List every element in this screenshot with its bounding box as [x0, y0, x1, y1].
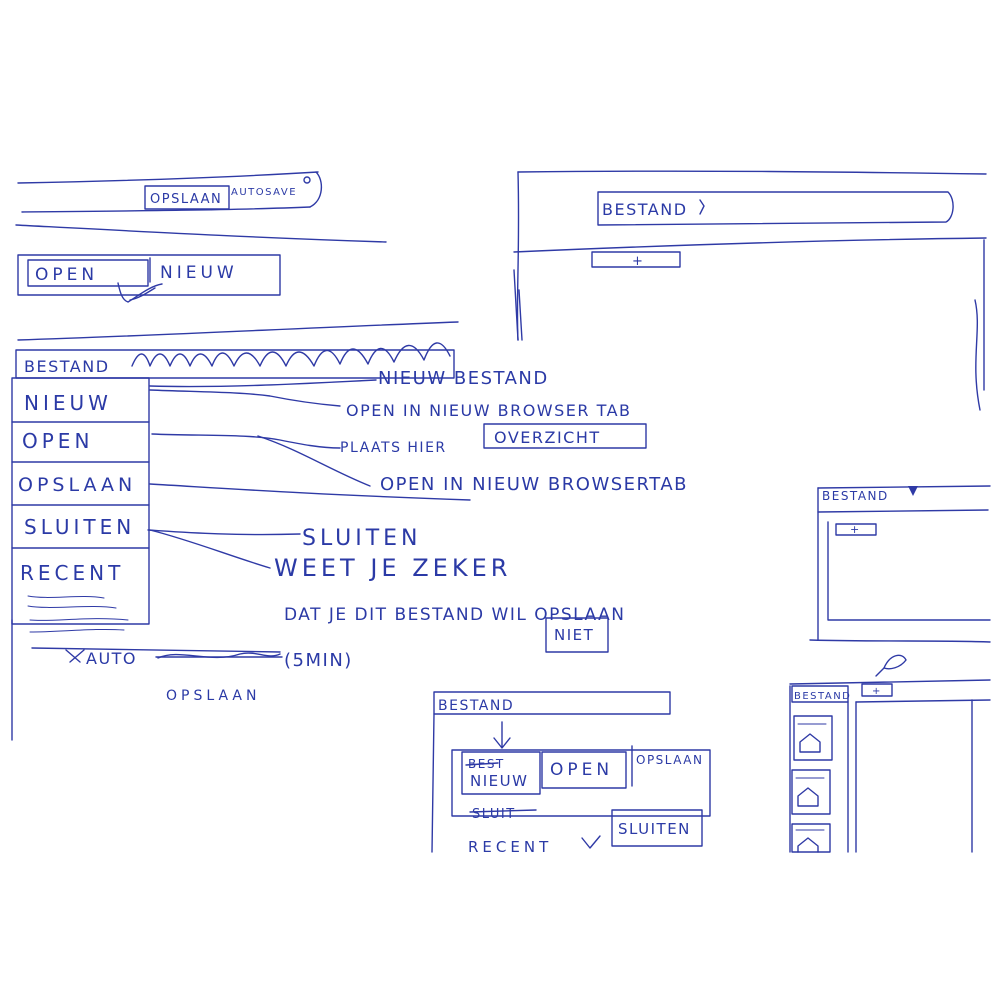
- house-icon: [797, 837, 819, 853]
- new-tab-button-frame: [861, 683, 893, 697]
- recent-label[interactable]: RECENT: [468, 838, 552, 856]
- button-panel: [451, 749, 711, 817]
- open-button-frame: [27, 259, 149, 287]
- auto-save-word: OPSLAAN: [166, 688, 261, 704]
- new-tab-button[interactable]: +: [632, 254, 644, 269]
- open-button[interactable]: OPEN: [35, 265, 98, 285]
- autosave-label: AUTOSAVE: [231, 187, 297, 198]
- auto-interval: (5MIN): [284, 650, 353, 671]
- auto-label: AUTO: [86, 649, 137, 668]
- menubar-frame: [791, 685, 849, 703]
- annotation-confirm-save: DAT JE DIT BESTAND WIL OPSLAAN: [284, 605, 625, 625]
- close-struck: SLUIT: [472, 807, 516, 822]
- annotation-open-new-tab-2: OPEN IN NIEUW BROWSERTAB: [380, 474, 688, 495]
- annotation-open-new-tab-1: OPEN IN NIEUW BROWSER TAB: [346, 401, 632, 420]
- annotation-close: SLUITEN: [302, 526, 422, 551]
- annotation-new-file: NIEUW BESTAND: [378, 368, 549, 389]
- no-button[interactable]: NIET: [554, 626, 594, 644]
- new-tab-button[interactable]: +: [850, 523, 861, 536]
- recent-item-placeholder: [27, 605, 117, 609]
- sketch-file-menu: BESTAND NIEUW OPEN OPSLAAN SLUITEN RECEN…: [11, 321, 459, 741]
- sketch-button-layout: BESTAND BEST NIEUW OPEN OPSLAAN SLUIT SL…: [431, 691, 711, 856]
- sketch-window-thumbnails: BESTAND +: [789, 654, 991, 853]
- open-new-bar: [17, 254, 281, 296]
- new-tab-button-frame: [591, 251, 681, 268]
- menu-dropdown: [11, 377, 150, 625]
- new-button[interactable]: NIEUW: [470, 772, 528, 790]
- close-button-frame: [611, 809, 703, 847]
- recent-item-placeholder: [27, 595, 105, 599]
- menu-item-open[interactable]: OPEN: [22, 429, 93, 453]
- sketch-toolbar: OPSLAAN AUTOSAVE OPEN NIEUW: [15, 171, 387, 303]
- save-button[interactable]: OPSLAAN: [636, 753, 704, 767]
- menu-item-save[interactable]: OPSLAAN: [18, 474, 136, 496]
- close-button[interactable]: SLUITEN: [618, 820, 691, 838]
- new-tab-button[interactable]: +: [872, 686, 882, 697]
- menu-header-bestand[interactable]: BESTAND: [602, 200, 688, 219]
- house-icon: [799, 733, 821, 753]
- open-button-frame: [541, 751, 627, 789]
- menu-header-bestand[interactable]: BESTAND: [822, 489, 889, 503]
- sketch-window-right: BESTAND +: [809, 485, 991, 643]
- autosave-indicator-icon: [303, 176, 311, 184]
- new-tab-button-frame: [835, 523, 877, 536]
- house-icon: [797, 787, 819, 807]
- thumbnail[interactable]: [791, 769, 831, 815]
- sketch-annotations: NIEUW BESTAND OPEN IN NIEUW BROWSER TAB …: [147, 368, 688, 653]
- no-button-frame: [545, 617, 609, 653]
- menubar-frame: [597, 191, 954, 226]
- menu-item-new[interactable]: NIEUW: [24, 391, 112, 415]
- recent-item-placeholder: [29, 628, 125, 633]
- overview-box: [483, 423, 647, 449]
- menubar-frame: [433, 691, 671, 715]
- cursor-icon: [883, 654, 907, 670]
- save-button-frame: [144, 185, 230, 210]
- menu-header-bestand[interactable]: BESTAND: [438, 698, 514, 714]
- annotation-place-here: PLAATS HIER: [340, 440, 447, 456]
- save-button[interactable]: OPSLAAN: [150, 192, 222, 207]
- annotation-overview: OVERZICHT: [494, 428, 601, 447]
- thumbnail[interactable]: [793, 715, 833, 761]
- recent-item-placeholder: [29, 618, 129, 621]
- menu-header-bestand[interactable]: BESTAND: [24, 357, 110, 376]
- menu-item-close[interactable]: SLUITEN: [24, 515, 135, 539]
- open-button[interactable]: OPEN: [550, 760, 613, 780]
- menubar-frame: [15, 349, 455, 379]
- dropdown-arrow-icon: [908, 486, 918, 496]
- annotation-are-you-sure: WEET JE ZEKER: [274, 554, 511, 582]
- new-button[interactable]: NIEUW: [160, 263, 238, 283]
- thumbnail[interactable]: [791, 823, 831, 853]
- new-button-frame: [461, 751, 541, 795]
- sketch-window-top-right: BESTAND +: [513, 170, 987, 411]
- menu-item-recent[interactable]: RECENT: [20, 561, 124, 585]
- menu-header-bestand[interactable]: BESTAND: [794, 691, 851, 702]
